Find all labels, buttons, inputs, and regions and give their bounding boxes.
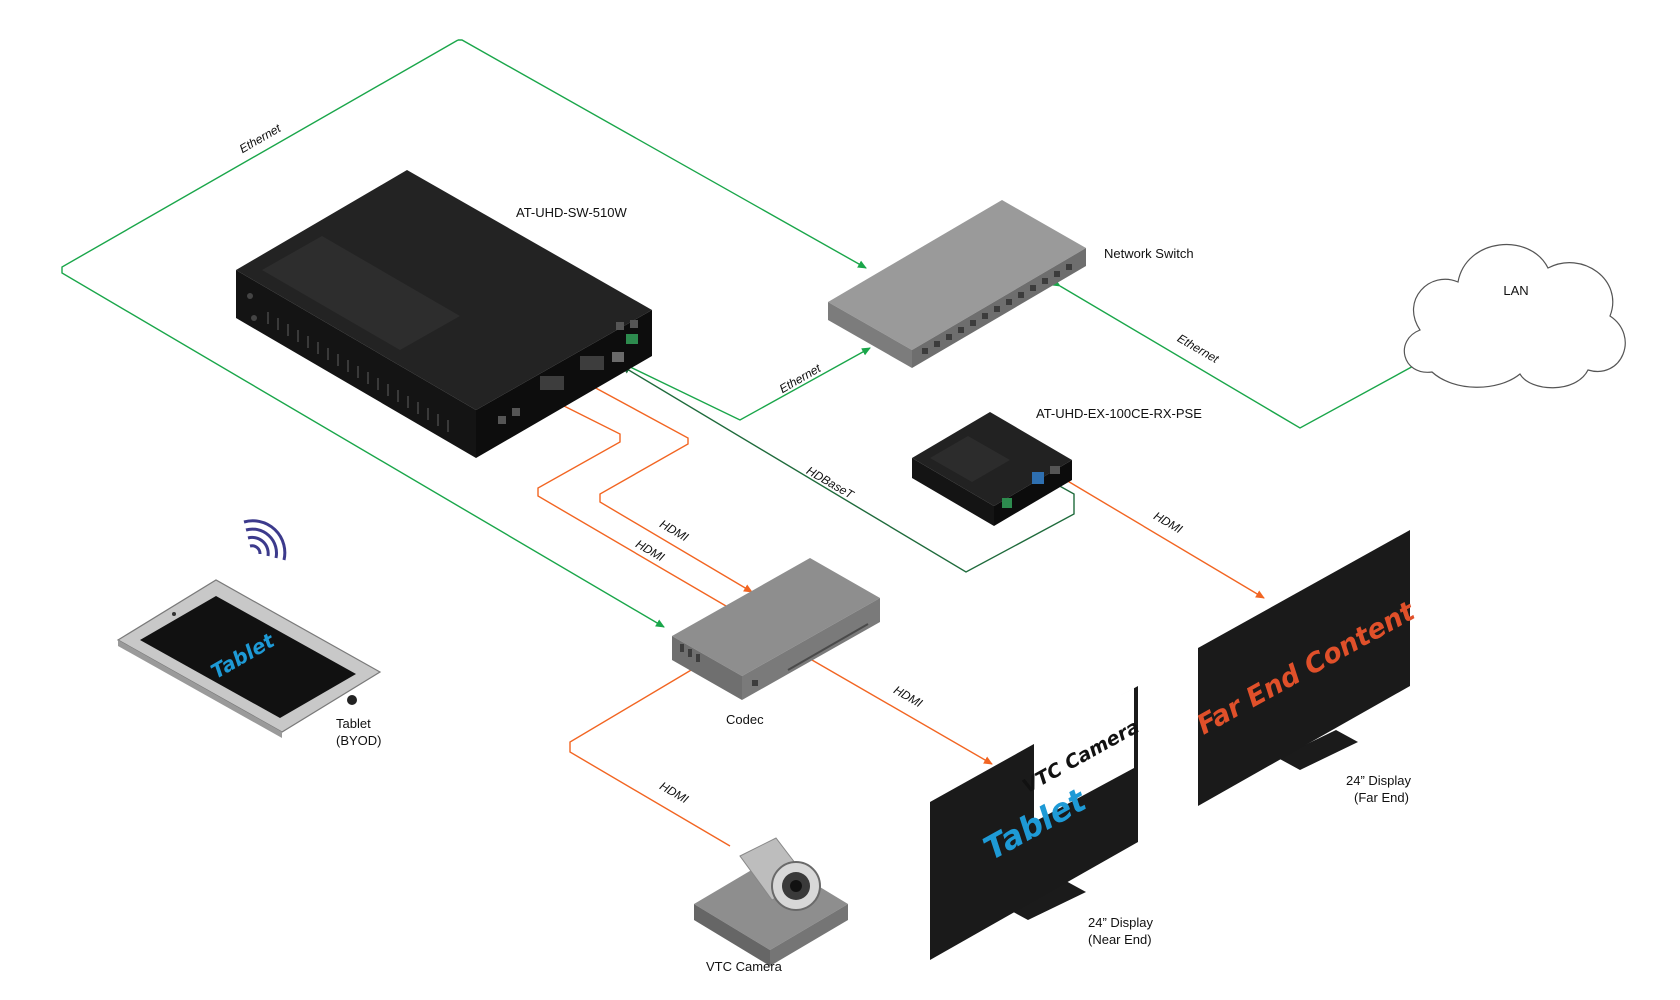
- hdbaset-cable: [621, 365, 1075, 573]
- lan-cloud: [1403, 244, 1626, 389]
- ethernet-cable-top: [458, 39, 867, 269]
- network-switch-ports: [922, 264, 1072, 354]
- far-display-screen: [1198, 530, 1410, 806]
- label-tablet-line1: Tablet: [336, 716, 371, 731]
- label-hdbaset: HDBaseT: [804, 463, 857, 502]
- ethernet-cable-top-left: [61, 39, 665, 628]
- switcher-top: [236, 170, 652, 410]
- codec-device: [672, 558, 880, 700]
- receiver-side: [994, 460, 1072, 526]
- far-display-stand: [1278, 730, 1358, 770]
- near-display-pip-window: [1034, 688, 1134, 822]
- hdmi-cable-camera-to-codec: [569, 659, 731, 847]
- label-near-display-line2: (Near End): [1088, 932, 1152, 947]
- network-switch-top: [828, 200, 1086, 350]
- label-lan: LAN: [1503, 283, 1528, 298]
- switcher-front: [236, 270, 476, 458]
- switcher-vents: [267, 312, 449, 432]
- switcher-glossy-panel: [262, 236, 460, 350]
- receiver-glossy-panel: [930, 436, 1010, 482]
- tablet-device: Tablet: [116, 579, 382, 738]
- label-ethernet-top: Ethernet: [237, 121, 284, 156]
- label-hdmi-2: HDMI: [633, 537, 667, 565]
- far-end-display: Far End Content: [1192, 530, 1421, 806]
- switcher-device: [236, 170, 652, 458]
- receiver-terminal-port: [1002, 498, 1012, 508]
- network-switch-device: [828, 200, 1086, 368]
- codec-slot: [787, 623, 869, 671]
- hdmi-cables: [537, 385, 1265, 847]
- label-hdmi-camera: HDMI: [657, 779, 691, 807]
- label-switcher: AT-UHD-SW-510W: [516, 205, 627, 220]
- codec-side: [742, 598, 880, 700]
- hdmi-cable-switcher-to-codec: [591, 385, 753, 593]
- label-receiver: AT-UHD-EX-100CE-RX-PSE: [1036, 406, 1202, 421]
- codec-ports: [680, 644, 758, 686]
- camera-lens-center: [790, 880, 802, 892]
- receiver-rj45-port: [1032, 472, 1044, 484]
- camera-base-front: [694, 904, 770, 966]
- tablet-camera-dot: [172, 612, 176, 616]
- tablet-home-button: [347, 695, 357, 705]
- label-ethernet-lan: Ethernet: [1175, 331, 1222, 366]
- vtc-camera-device: [694, 837, 848, 966]
- hdmi-cable-codec-to-near-display: [811, 659, 993, 765]
- label-codec: Codec: [726, 712, 764, 727]
- label-hdmi-far: HDMI: [1151, 509, 1185, 537]
- receiver-front: [912, 458, 994, 526]
- wifi-signal-icon: [243, 519, 287, 561]
- label-hdmi-codec-display: HDMI: [891, 683, 925, 711]
- hdmi-cable-receiver-to-far-display: [1065, 479, 1265, 599]
- near-end-display: Tablet VTC Camera: [930, 686, 1143, 960]
- label-camera: VTC Camera: [706, 959, 783, 974]
- label-far-display-line2: (Far End): [1354, 790, 1409, 805]
- hdmi-cable-codec-to-switcher: [537, 399, 727, 607]
- network-switch-front: [828, 302, 912, 368]
- label-tablet-line2: (BYOD): [336, 733, 382, 748]
- switcher-ports: [247, 293, 638, 424]
- label-far-display-line1: 24” Display: [1346, 773, 1412, 788]
- receiver-device: [912, 412, 1072, 526]
- codec-top: [672, 558, 880, 676]
- receiver-hdmi-port: [1050, 466, 1060, 474]
- label-ethernet-switch: Ethernet: [777, 361, 824, 396]
- camera-base-side: [770, 904, 848, 966]
- tablet-frame-edge: [118, 640, 282, 738]
- label-hdmi-1: HDMI: [657, 517, 691, 545]
- device-labels: AT-UHD-SW-510W Network Switch LAN AT-UHD…: [336, 205, 1529, 974]
- near-display-stand: [1006, 880, 1086, 920]
- ethernet-cable-network-lan: [1051, 278, 1451, 429]
- label-near-display-line1: 24” Display: [1088, 915, 1154, 930]
- label-network-switch: Network Switch: [1104, 246, 1194, 261]
- ethernet-cable-switcher-network: [623, 347, 871, 421]
- tablet-screen: [140, 596, 356, 718]
